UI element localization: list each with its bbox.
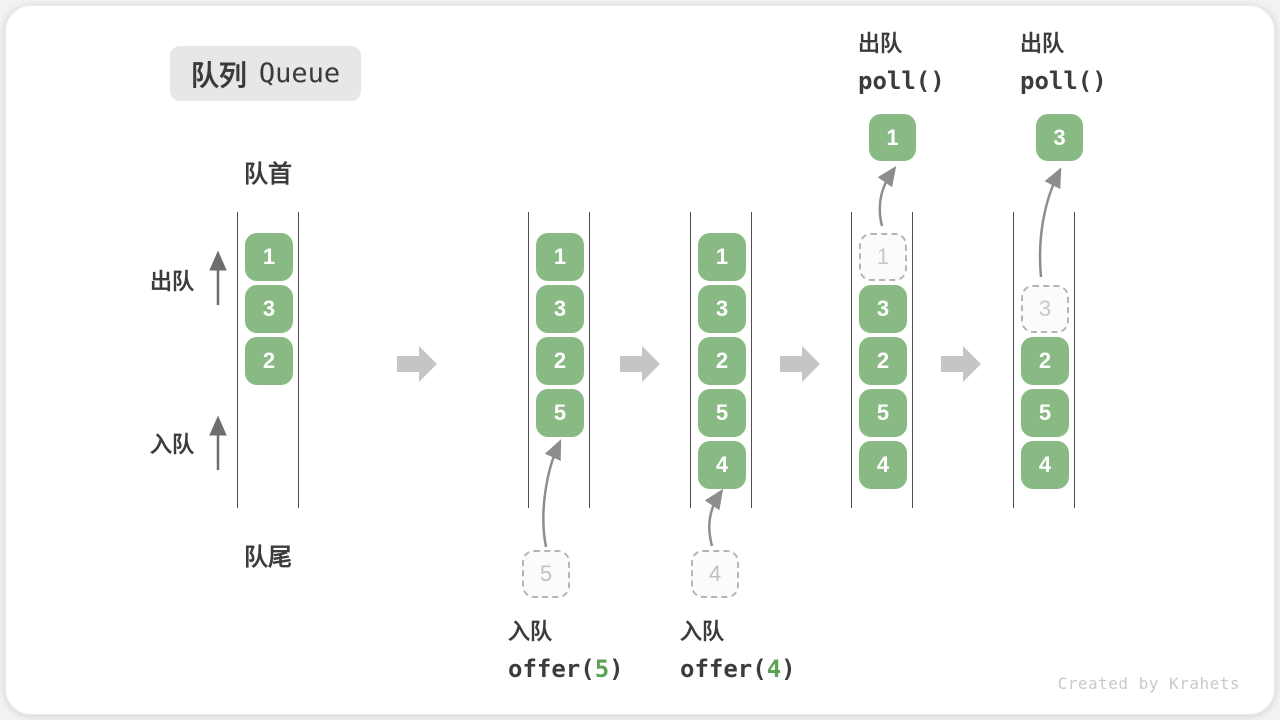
op-enqueue-5-code: offer(5) [508,655,624,683]
queue-cell: 2 [859,337,907,385]
op-dequeue-3: 出队 poll() [1020,26,1107,95]
op-enqueue-5: 入队 offer(5) [508,614,624,683]
op-dequeue-1-code: poll() [858,67,945,95]
title-badge: 队列 Queue [170,46,361,101]
pending-enqueue-box: 5 [522,550,570,598]
queue-cell-removed: 3 [1021,285,1069,333]
label-queue-front: 队首 [244,161,292,188]
queue-state-1: 1 3 2 [237,212,299,508]
queue-cell: 5 [859,389,907,437]
dequeued-value-box: 3 [1036,114,1083,161]
op-enqueue-4: 入队 offer(4) [680,614,796,683]
queue-cell: 5 [536,389,584,437]
label-enqueue: 入队 [150,432,195,457]
queue-cell: 2 [698,337,746,385]
op-enqueue-4-code: offer(4) [680,655,796,683]
queue-cell: 3 [536,285,584,333]
label-dequeue: 出队 [150,269,195,294]
dequeued-value-box: 1 [869,114,916,161]
credit-text: Created by Krahets [1057,674,1240,693]
queue-cell: 5 [1021,389,1069,437]
label-queue-rear: 队尾 [244,544,292,571]
op-dequeue-1: 出队 poll() [858,26,945,95]
op-dequeue-3-label: 出队 [1020,31,1065,56]
queue-state-4: 1 3 2 5 4 [851,212,913,508]
queue-cell: 2 [1021,337,1069,385]
queue-cell: 3 [859,285,907,333]
queue-cell: 3 [245,285,293,333]
queue-cell: 4 [859,441,907,489]
title-en: Queue [258,58,341,89]
op-enqueue-4-label: 入队 [680,619,725,644]
queue-cell: 2 [245,337,293,385]
pending-enqueue-box: 4 [691,550,739,598]
queue-cell: 1 [245,233,293,281]
queue-cell: 5 [698,389,746,437]
queue-state-3: 1 3 2 5 4 [690,212,752,508]
queue-cell-removed: 1 [859,233,907,281]
title-zh: 队列 [190,59,247,91]
queue-cell: 1 [536,233,584,281]
queue-state-2: 1 3 2 5 [528,212,590,508]
op-enqueue-5-label: 入队 [508,619,553,644]
queue-cell: 2 [536,337,584,385]
op-dequeue-1-label: 出队 [858,31,903,56]
queue-cell: 4 [698,441,746,489]
queue-cell: 3 [698,285,746,333]
op-dequeue-3-code: poll() [1020,67,1107,95]
queue-cell: 4 [1021,441,1069,489]
queue-state-5: 3 2 5 4 [1013,212,1075,508]
queue-cell: 1 [698,233,746,281]
